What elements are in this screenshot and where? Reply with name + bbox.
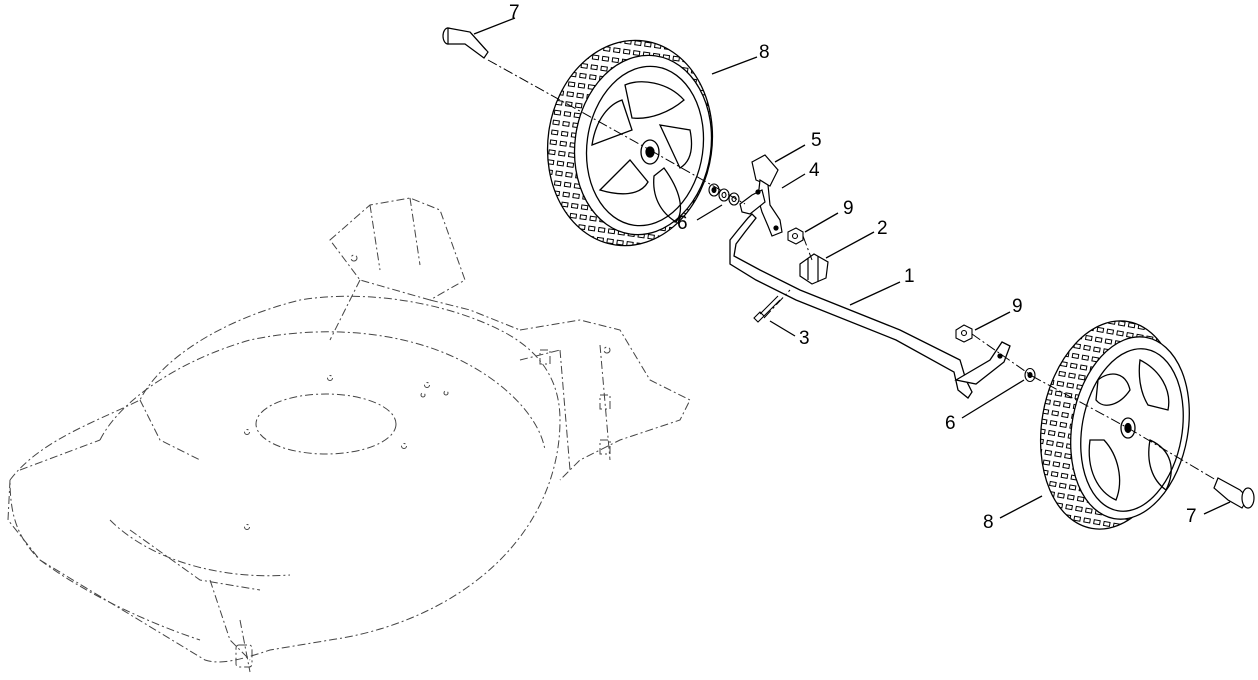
callout-7-upper: 7 xyxy=(509,2,520,23)
nut-lower xyxy=(955,324,973,343)
callout-9-lower: 9 xyxy=(1012,296,1023,317)
callout-2: 2 xyxy=(877,218,888,239)
callout-5: 5 xyxy=(811,130,822,151)
callout-7-lower: 7 xyxy=(1186,506,1197,527)
washer-lower xyxy=(1024,367,1036,383)
height-adjust-lever xyxy=(739,154,783,237)
callout-8-lower: 8 xyxy=(983,512,994,533)
nut-upper xyxy=(787,227,804,245)
callout-1: 1 xyxy=(904,266,915,287)
callout-8-upper: 8 xyxy=(759,42,770,63)
callout-6-upper: 6 xyxy=(677,213,688,234)
axle-bolt-lower xyxy=(1213,477,1255,509)
callout-9-upper: 9 xyxy=(843,198,854,219)
mower-deck xyxy=(7,197,691,673)
callout-4: 4 xyxy=(809,160,820,181)
rear-axle-rod xyxy=(729,213,1011,399)
screw xyxy=(753,295,781,323)
callout-3: 3 xyxy=(799,328,810,349)
axle-bolt-upper xyxy=(442,27,489,59)
height-knob xyxy=(799,253,829,285)
assembly-centerlines xyxy=(487,59,1217,481)
rear-wheel-right xyxy=(1039,320,1190,530)
rear-wheel-left xyxy=(546,39,714,247)
washers-upper xyxy=(708,183,740,206)
callout-6-lower: 6 xyxy=(945,413,956,434)
leader-lines xyxy=(473,17,1231,519)
